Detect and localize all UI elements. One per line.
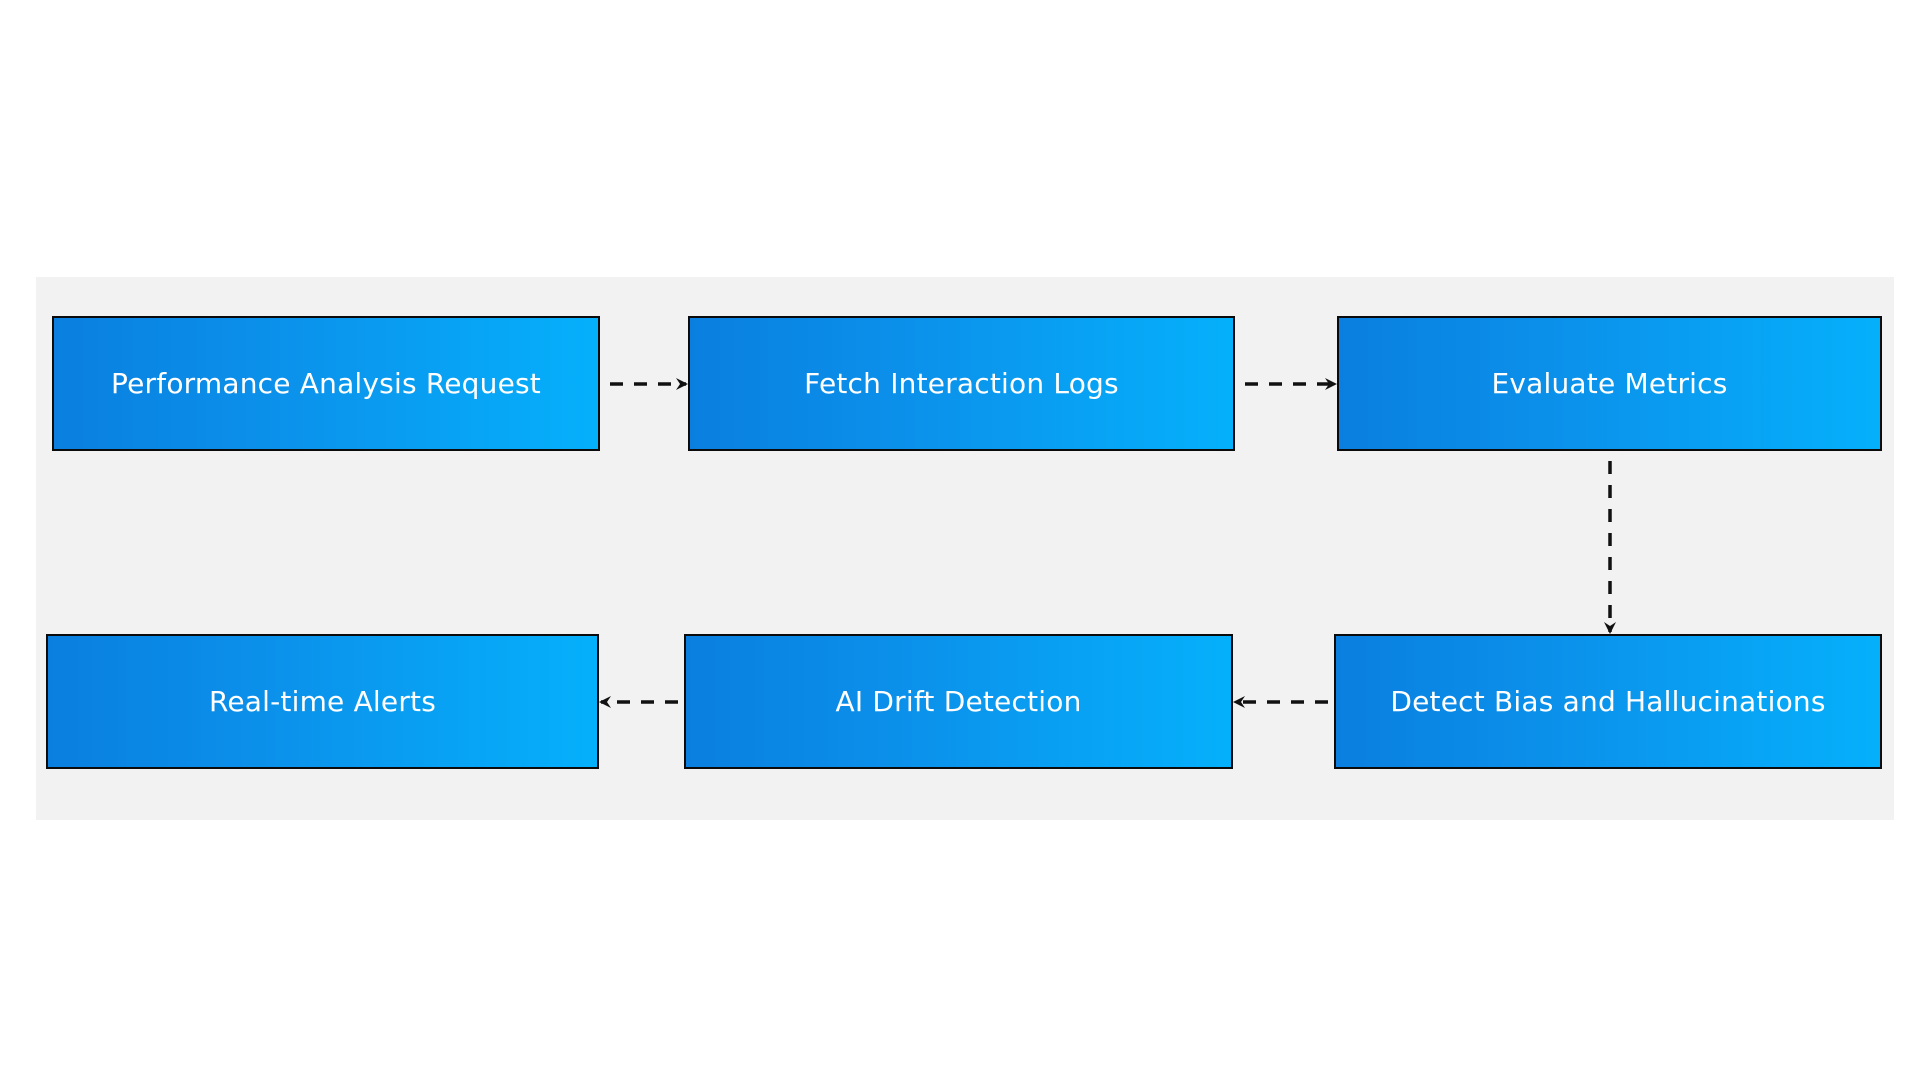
node-label: Performance Analysis Request: [111, 367, 541, 400]
node-label: Evaluate Metrics: [1491, 367, 1728, 400]
node-label: Real-time Alerts: [208, 685, 437, 718]
node-realtime-alerts: Real-time Alerts: [46, 634, 599, 769]
node-label: Detect Bias and Hallucinations: [1390, 685, 1826, 718]
node-performance-analysis-request: Performance Analysis Request: [52, 316, 600, 451]
node-detect-bias-and-hallucinations: Detect Bias and Hallucinations: [1334, 634, 1882, 769]
node-evaluate-metrics: Evaluate Metrics: [1337, 316, 1882, 451]
node-label: Fetch Interaction Logs: [804, 367, 1119, 400]
node-fetch-interaction-logs: Fetch Interaction Logs: [688, 316, 1235, 451]
node-ai-drift-detection: AI Drift Detection: [684, 634, 1233, 769]
node-label: AI Drift Detection: [835, 685, 1082, 718]
